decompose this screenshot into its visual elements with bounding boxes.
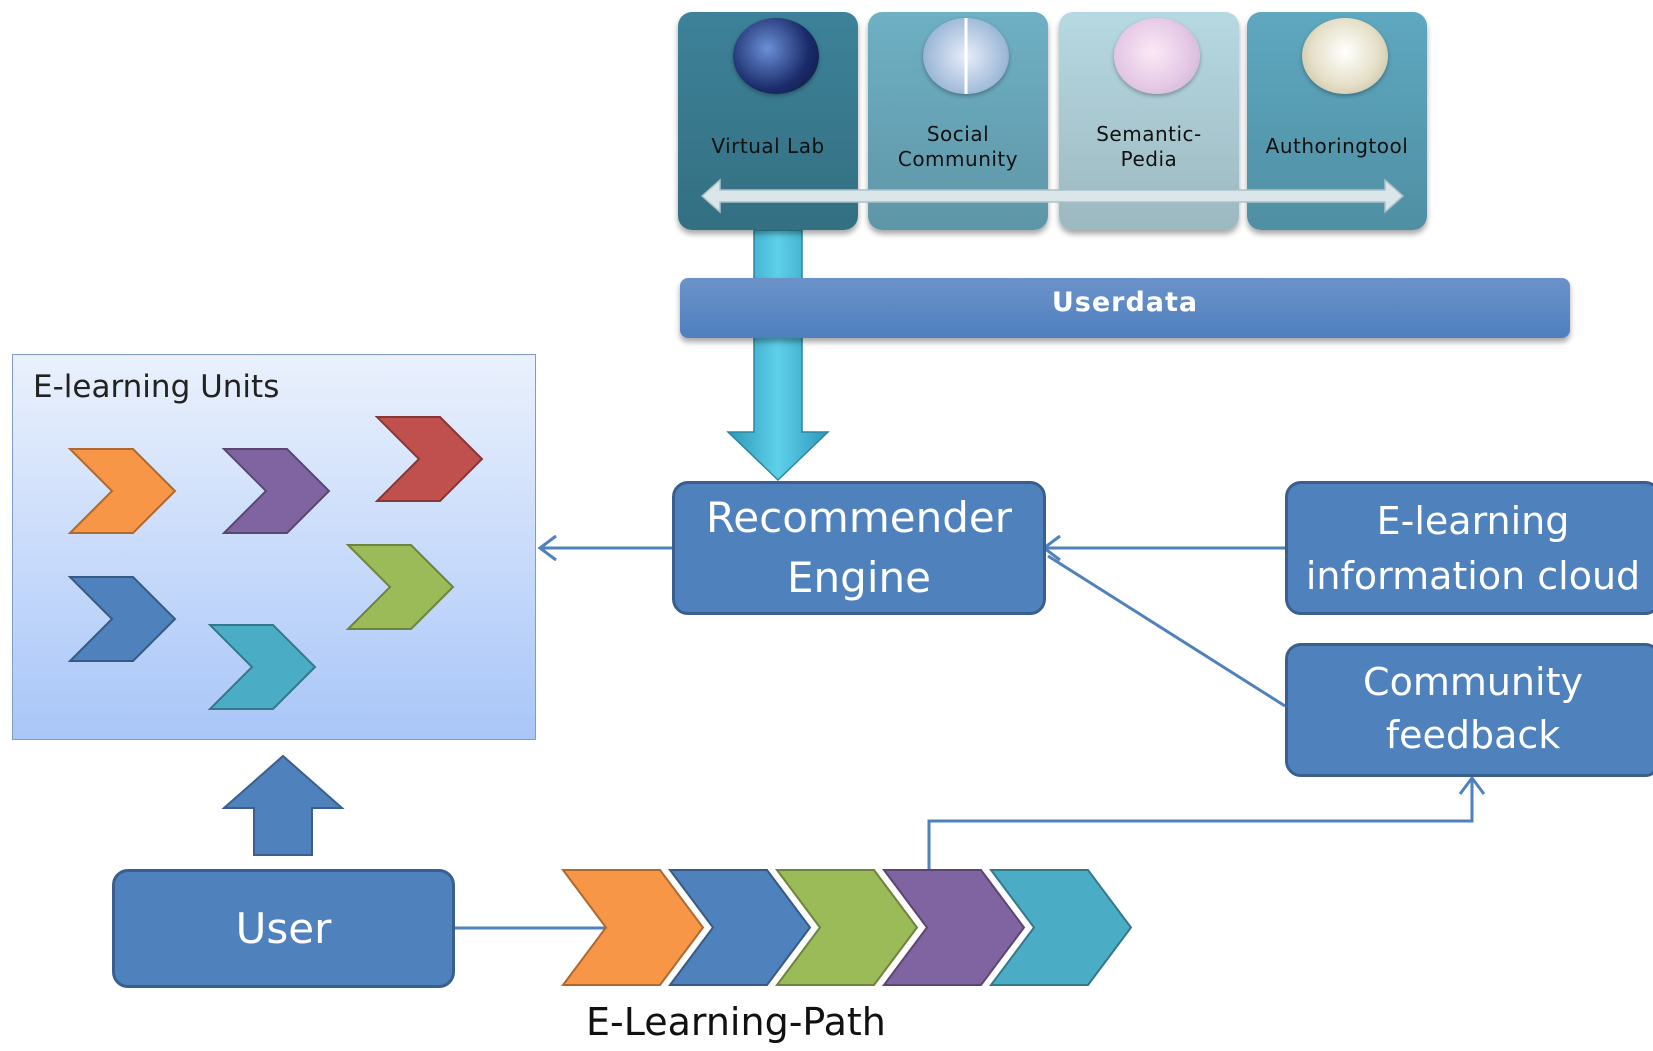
tab-label-social-community: Social Community — [897, 122, 1019, 171]
feedback-line1: Community — [1363, 660, 1583, 704]
arrow-feedback-to-recommender — [1047, 554, 1286, 708]
unit-chevron — [67, 448, 177, 534]
tab-label-authoringtool: Authoringtool — [1265, 134, 1409, 158]
community-feedback-box[interactable]: Community feedback — [1285, 643, 1653, 777]
tab-label-semantic-pedia: Semantic- Pedia — [1096, 122, 1202, 171]
unit-chevron — [67, 576, 177, 662]
tab-virtual-lab[interactable]: Virtual Lab — [678, 12, 858, 230]
tab-semantic-pedia[interactable]: Semantic- Pedia — [1059, 12, 1239, 230]
unit-chevron — [221, 448, 331, 534]
arrow-path-to-feedback — [927, 775, 1486, 870]
arrow-recommender-to-units — [537, 534, 672, 562]
unit-chevron — [374, 416, 484, 502]
elearning-units-title: E-learning Units — [33, 369, 280, 405]
tab-label-virtual-lab: Virtual Lab — [711, 134, 825, 158]
authoringtool-thumbnail-icon — [1302, 18, 1388, 94]
recommender-line1: Recommender — [706, 493, 1012, 542]
elearning-units-panel: E-learning Units — [12, 354, 536, 740]
tab-social-community[interactable]: Social Community — [868, 12, 1048, 230]
cloud-line1: E-learning — [1376, 499, 1570, 543]
recommender-line2: Engine — [787, 553, 931, 602]
recommender-engine-box[interactable]: Recommender Engine — [672, 481, 1046, 615]
cloud-line2: information cloud — [1305, 554, 1641, 598]
virtual-lab-thumbnail-icon — [733, 18, 819, 94]
unit-chevron — [345, 544, 455, 630]
tab-authoringtool[interactable]: Authoringtool — [1247, 12, 1427, 230]
social-community-thumbnail-icon — [923, 18, 1009, 94]
elearning-cloud-box[interactable]: E-learning information cloud — [1285, 481, 1653, 615]
semanticpedia-thumbnail-icon — [1114, 18, 1200, 94]
userdata-bar: Userdata — [680, 278, 1570, 338]
feedback-line2: feedback — [1385, 713, 1561, 757]
user-label: User — [235, 904, 332, 953]
big-arrow-tools-to-recommender — [726, 229, 830, 482]
arrow-cloud-to-recommender — [1041, 534, 1285, 562]
elearning-units-chevrons — [67, 416, 484, 710]
elearning-path-label: E-Learning-Path — [586, 1000, 886, 1044]
unit-chevron — [207, 624, 317, 710]
user-box[interactable]: User — [112, 869, 455, 988]
arrow-user-to-path — [452, 914, 619, 942]
block-arrow-user-to-units — [221, 754, 345, 856]
